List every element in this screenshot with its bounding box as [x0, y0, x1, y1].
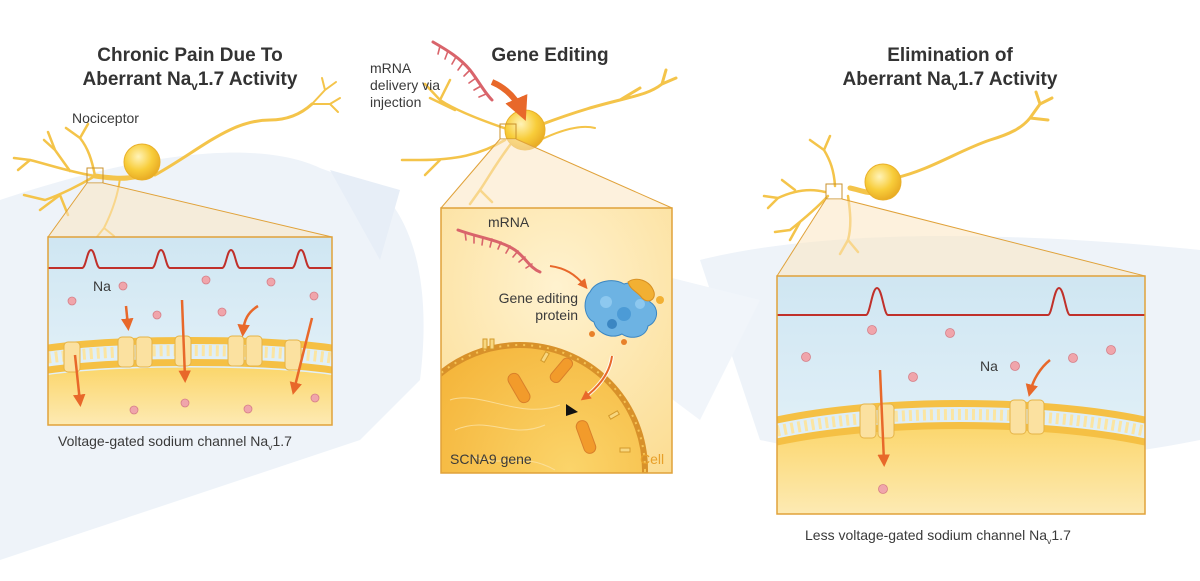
right-caption-post: 1.7: [1051, 527, 1071, 543]
middle-title: Gene Editing: [491, 45, 609, 66]
left-soma: [123, 143, 161, 181]
nociceptor-label: Nociceptor: [72, 110, 139, 126]
right-title-line2: Aberrant Nav1.7 Activity: [820, 68, 1080, 94]
right-caption-pre: Less voltage-gated sodium channel Na: [805, 527, 1048, 543]
delivery-label-line1: mRNA: [370, 60, 412, 76]
left-inset: [48, 237, 332, 425]
right-caption-sub: v: [1047, 535, 1052, 546]
right-title-line2-sub: v: [951, 80, 958, 94]
right-caption: Less voltage-gated sodium channel Nav1.7: [805, 526, 1071, 546]
right-inset: [777, 276, 1145, 514]
mrna-injection-strand: [431, 40, 494, 102]
protein-label: Gene editing protein: [486, 290, 578, 324]
left-caption: Voltage-gated sodium channel Nav1.7: [58, 432, 292, 452]
right-ion-label: Na: [980, 358, 998, 374]
injection-arrow: [490, 79, 528, 121]
left-title-line2-post: 1.7 Activity: [197, 69, 298, 90]
left-title-line1: Chronic Pain Due To: [97, 45, 283, 66]
mrna-label: mRNA: [488, 214, 530, 230]
delivery-label-line3: injection: [370, 94, 422, 110]
right-title-line2-pre: Aberrant Na: [842, 69, 952, 90]
gene-editing-protein: [584, 278, 664, 345]
middle-inset: [441, 208, 672, 473]
left-title-line2-pre: Aberrant Na: [82, 69, 192, 90]
left-title-line2-sub: v: [191, 80, 198, 94]
gene-label: SCNA9 gene: [450, 451, 532, 467]
right-soma: [864, 163, 902, 201]
right-title-line2-post: 1.7 Activity: [957, 69, 1058, 90]
right-neuron: [762, 90, 1054, 256]
right-title-line1: Elimination of: [887, 45, 1013, 66]
protein-label-line2: protein: [535, 307, 578, 323]
left-caption-pre: Voltage-gated sodium channel Na: [58, 433, 269, 449]
protein-label-line1: Gene editing: [498, 290, 578, 306]
left-title: Chronic Pain Due To Aberrant Nav1.7 Acti…: [60, 44, 320, 94]
left-caption-post: 1.7: [272, 433, 292, 449]
left-ion-label: Na: [93, 278, 111, 294]
delivery-label: mRNA delivery via injection: [370, 60, 440, 111]
left-title-line2: Aberrant Nav1.7 Activity: [60, 68, 320, 94]
left-caption-sub: v: [268, 441, 273, 452]
delivery-label-line2: delivery via: [370, 77, 441, 93]
cell-label: Cell: [640, 451, 665, 467]
sodium-ions: [67, 275, 1116, 494]
right-title: Elimination of Aberrant Nav1.7 Activity: [820, 44, 1080, 94]
